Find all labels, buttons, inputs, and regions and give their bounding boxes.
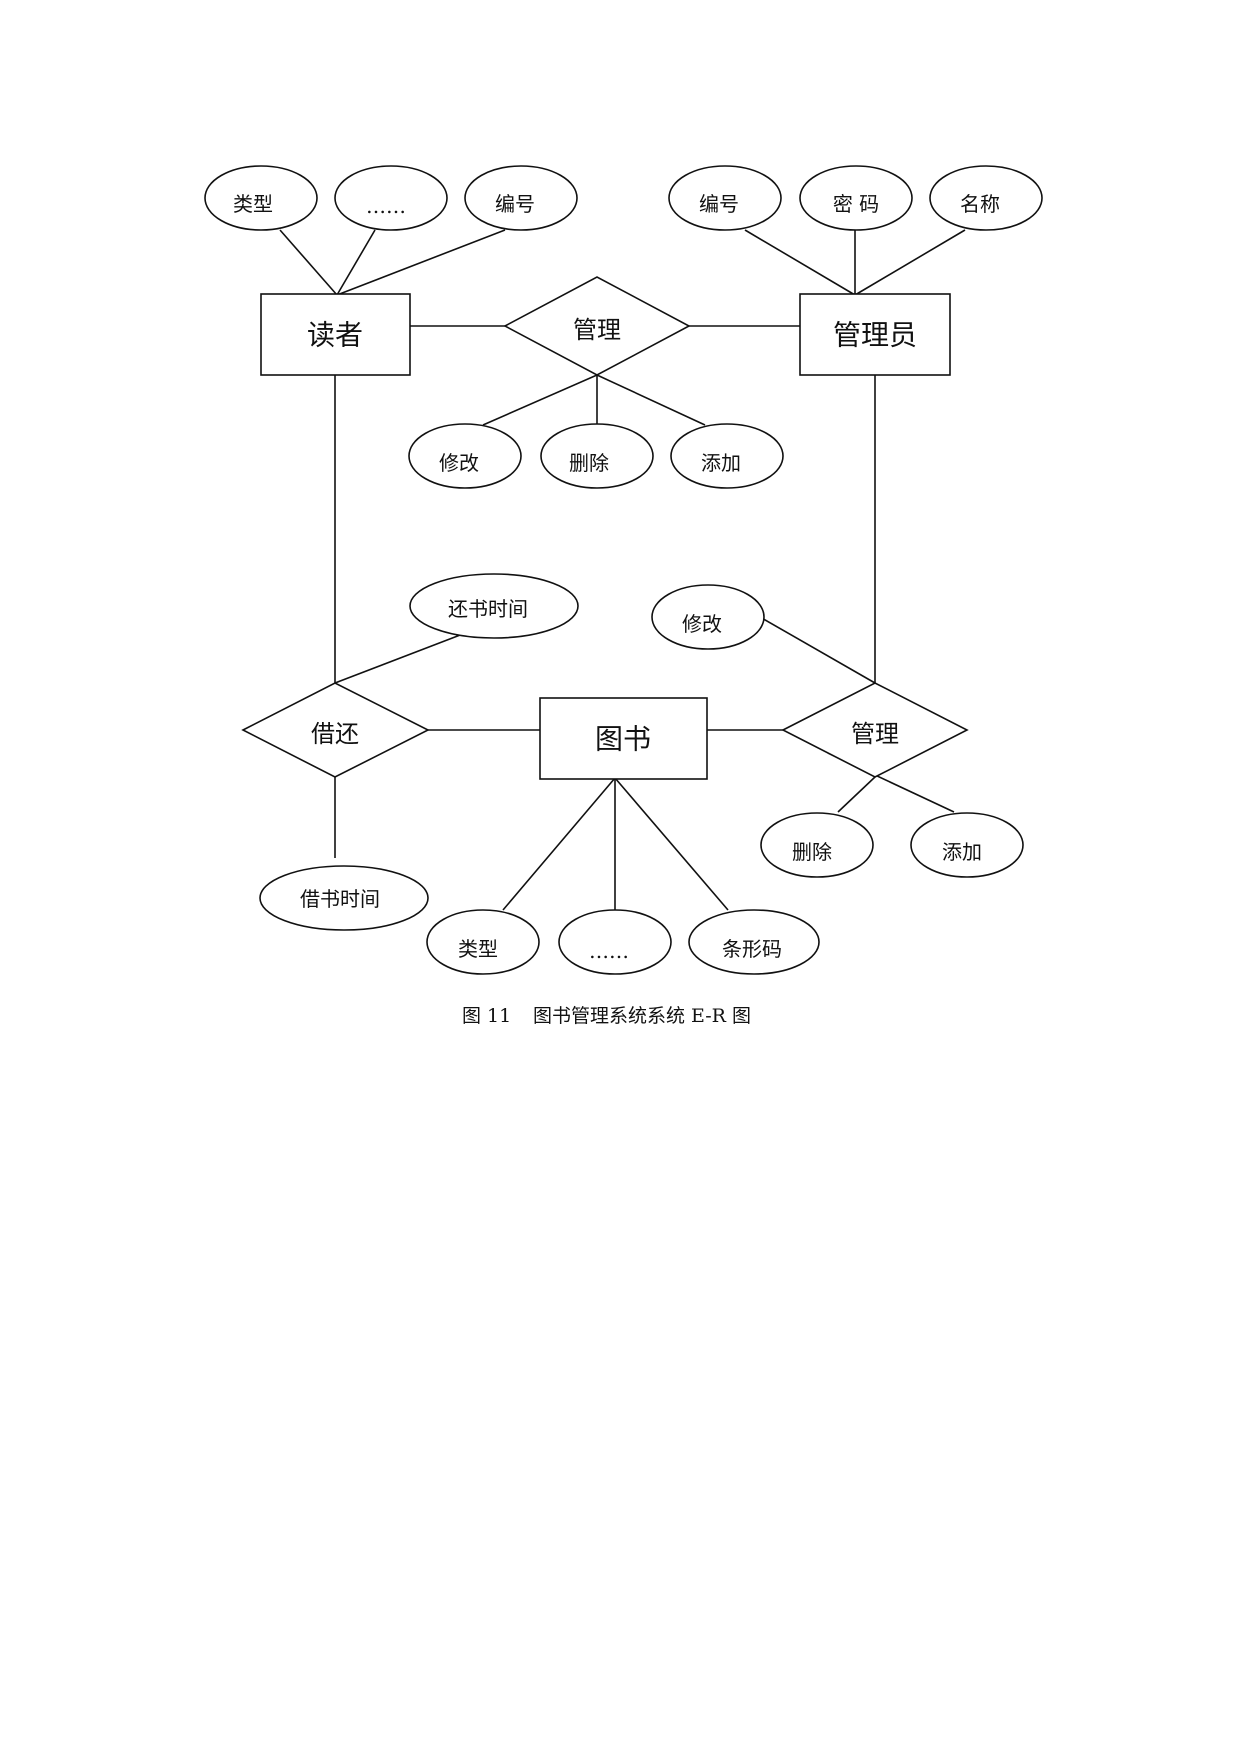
entity-reader-label: 读者 xyxy=(307,319,363,352)
attr-rm-add-ellipse xyxy=(670,423,784,489)
attr-admin-name-ellipse xyxy=(929,165,1043,231)
relationship-borrow-label: 借还 xyxy=(311,720,359,748)
figure-caption-title: 图书管理系统系统 E-R 图 xyxy=(533,1005,751,1027)
attr-admin-name-label: 名称 xyxy=(960,192,1000,216)
attr-reader-id-label: 编号 xyxy=(495,192,535,216)
attr-bm-modify-label: 修改 xyxy=(682,612,722,636)
line-admin-id xyxy=(744,229,856,296)
attr-book-barcode-ellipse xyxy=(688,909,820,975)
entity-admin-box xyxy=(799,293,951,376)
figure-caption-label: 图 11 xyxy=(462,1005,511,1027)
attr-borrow-time-ellipse xyxy=(259,865,429,931)
line-reader-id xyxy=(336,229,506,296)
line-admin-name xyxy=(854,229,966,296)
line-return-time xyxy=(334,631,469,684)
line-book-barcode xyxy=(614,777,729,911)
attr-admin-password-ellipse xyxy=(799,165,913,231)
entity-book-box xyxy=(539,697,708,780)
relationship-reader-admin-label: 管理 xyxy=(573,316,621,344)
attr-bm-add-label: 添加 xyxy=(942,840,982,864)
attr-book-etc-label: …… xyxy=(589,939,629,963)
attr-reader-id-ellipse xyxy=(464,165,578,231)
attr-borrow-time-label: 借书时间 xyxy=(300,887,380,911)
attr-rm-delete-ellipse xyxy=(540,423,654,489)
relationship-borrow-diamond xyxy=(241,682,430,778)
attr-book-type-ellipse xyxy=(426,909,540,975)
connector-lines xyxy=(279,229,966,911)
line-rm-add xyxy=(596,374,706,426)
line-book-type xyxy=(502,777,616,911)
relationship-book-manage-diamond xyxy=(781,682,969,778)
line-rm-modify xyxy=(482,374,598,426)
relationship-book-manage-label: 管理 xyxy=(851,720,899,748)
line-bm-delete xyxy=(837,776,876,813)
attr-reader-etc-ellipse xyxy=(334,165,448,231)
attr-bm-delete-label: 删除 xyxy=(792,840,832,864)
attr-admin-id-ellipse xyxy=(668,165,782,231)
attr-bm-delete-ellipse xyxy=(760,812,874,878)
attr-rm-modify-label: 修改 xyxy=(439,451,479,475)
attr-return-time-label: 还书时间 xyxy=(448,597,528,621)
entity-admin-label: 管理员 xyxy=(833,319,917,352)
attr-reader-etc-label: …… xyxy=(366,194,406,218)
attr-book-barcode-label: 条形码 xyxy=(722,937,782,961)
attr-return-time-ellipse xyxy=(409,573,579,639)
attr-book-type-label: 类型 xyxy=(458,937,498,961)
attr-admin-password-label: 密 码 xyxy=(833,192,879,216)
attr-rm-add-label: 添加 xyxy=(701,451,741,475)
attr-book-etc-ellipse xyxy=(558,909,672,975)
attr-rm-modify-ellipse xyxy=(408,423,522,489)
line-bm-modify xyxy=(759,616,876,684)
attr-reader-type-ellipse xyxy=(204,165,318,231)
attr-admin-id-label: 编号 xyxy=(699,192,739,216)
attr-reader-type-label: 类型 xyxy=(233,192,273,216)
relationship-reader-admin-diamond xyxy=(503,276,691,376)
entity-reader-box xyxy=(260,293,411,376)
line-reader-etc xyxy=(336,229,376,296)
attr-bm-add-ellipse xyxy=(910,812,1024,878)
entity-book-label: 图书 xyxy=(595,723,651,756)
attr-rm-delete-label: 删除 xyxy=(569,451,609,475)
line-reader-type xyxy=(279,229,338,296)
attr-bm-modify-ellipse xyxy=(651,584,765,650)
